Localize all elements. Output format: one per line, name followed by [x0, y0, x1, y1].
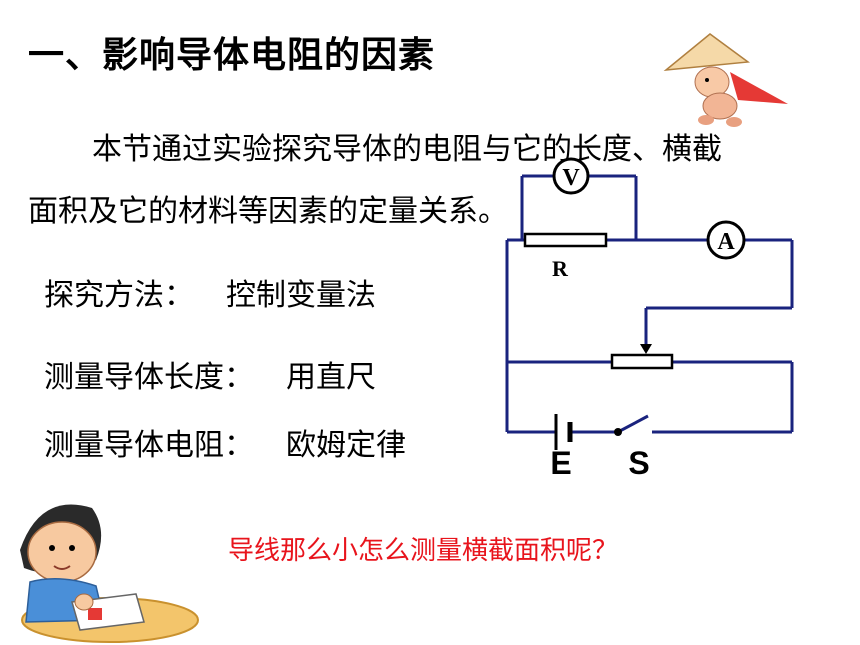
cartoon-hat-runner-icon	[663, 33, 788, 127]
intro-line-2: 面积及它的材料等因素的定量关系。	[28, 194, 508, 229]
battery-label: E	[550, 445, 571, 481]
intro-line-1: 本节通过实验探究导体的电阻与它的长度、横截	[92, 132, 722, 167]
rheostat-symbol	[610, 353, 674, 370]
switch-pivot	[614, 428, 622, 436]
resistor-label: R	[552, 256, 569, 281]
ammeter-symbol	[706, 220, 746, 260]
length-label: 测量导体长度：	[44, 360, 254, 395]
resistance-label: 测量导体电阻：	[44, 428, 254, 463]
cartoon-boy-reading-icon	[20, 504, 199, 643]
resistor-symbol	[523, 232, 608, 248]
circuit-diagram: V A R E S	[505, 157, 794, 481]
switch-label: S	[628, 445, 649, 481]
method-label: 探究方法：	[44, 278, 194, 313]
page-title: 一、影响导体电阻的因素	[28, 35, 436, 76]
voltmeter-symbol	[552, 157, 590, 195]
length-value: 用直尺	[286, 360, 376, 395]
rheostat-slider-arrow	[640, 344, 652, 354]
resistance-value: 欧姆定律	[286, 428, 406, 463]
ammeter-label: A	[717, 229, 735, 255]
voltmeter-label: V	[562, 165, 580, 191]
question-text: 导线那么小怎么测量横截面积呢？	[228, 536, 619, 566]
method-value: 控制变量法	[226, 278, 376, 313]
